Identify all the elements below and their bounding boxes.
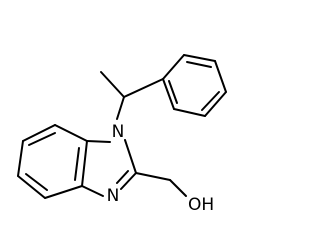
atom-label-n1: N [112, 122, 125, 142]
double-bond-inner [25, 173, 48, 191]
double-bond-inner [168, 80, 178, 104]
bond-ch-n1 [116, 96, 125, 120]
bond [81, 185, 104, 197]
double-bond-inner [28, 132, 56, 146]
bond [204, 91, 227, 117]
double-bond-inner [116, 170, 129, 184]
atom-label-n3: N [107, 186, 120, 206]
bond [124, 139, 137, 174]
phenyl-ring [162, 54, 227, 117]
bond-methyl [100, 71, 125, 98]
hydroxymethyl-group [135, 172, 187, 197]
bond [214, 60, 227, 93]
atom-label-oh: OH [188, 195, 214, 215]
bond [162, 78, 175, 110]
ethyl-bridge [100, 71, 164, 120]
imidazole-ring [81, 139, 137, 197]
bond [17, 140, 24, 177]
bond [81, 140, 88, 187]
bond [173, 108, 206, 117]
bond-ch-phenyl [123, 78, 164, 98]
bond [162, 54, 185, 80]
bond [17, 175, 46, 199]
bond [54, 124, 88, 142]
benzo-ring [17, 124, 88, 199]
bond [22, 124, 56, 142]
bond [120, 172, 137, 190]
structure-diagram: N N OH [17, 54, 227, 215]
double-bond-inner [186, 61, 212, 68]
bond [183, 54, 216, 62]
bond [44, 185, 83, 199]
double-bond-inner [74, 147, 80, 181]
bond-c2-ch2 [135, 172, 171, 181]
double-bond-inner [201, 91, 220, 111]
bond [86, 140, 111, 143]
bond-ch2-o [169, 179, 187, 197]
